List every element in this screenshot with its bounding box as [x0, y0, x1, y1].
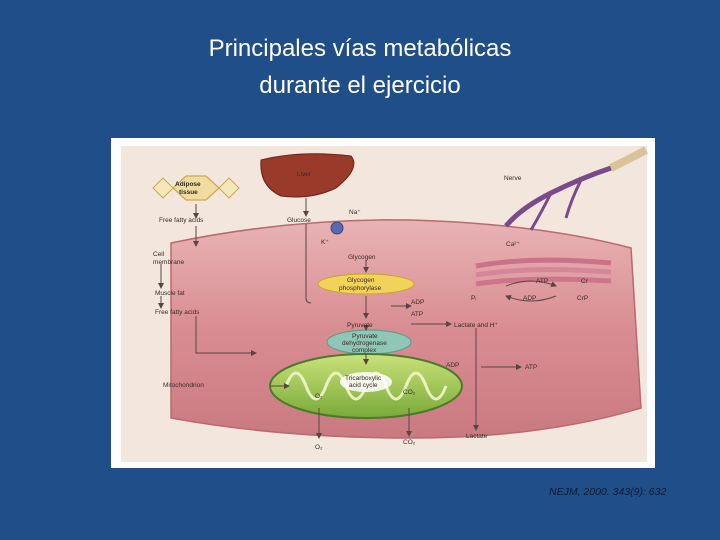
label-nerve: Nerve — [504, 175, 522, 182]
na-k-pump-icon — [330, 221, 344, 235]
label-o2-out: O₂ — [315, 444, 323, 451]
label-co2-in: CO₂ — [403, 389, 416, 396]
title-line-2: durante el ejercicio — [259, 72, 461, 99]
label-o2-in: O₂ — [315, 393, 323, 400]
metabolic-pathways-figure: Adipose tissue Liver Nerve Free fatty ac… — [111, 138, 655, 468]
label-lactate: Lactate — [466, 433, 488, 440]
myofibril — [475, 257, 612, 287]
label-lactate-h: Lactate and H⁺ — [454, 322, 498, 329]
label-glucose: Glucose — [287, 217, 311, 224]
label-pdh-3: complex — [352, 347, 377, 354]
label-pdh-1: Pyruvate — [352, 333, 378, 340]
label-adp-mid: ADP — [411, 299, 424, 306]
label-atp-mid: ATP — [411, 311, 423, 318]
adipose-tissue-icon — [152, 175, 240, 201]
label-glycogen: Glycogen — [348, 254, 376, 261]
pathway-diagram: Adipose tissue Liver Nerve Free fatty ac… — [121, 146, 648, 462]
label-adp-low: ADP — [446, 362, 459, 369]
label-adp-top: ADP — [523, 295, 536, 302]
nerve-icon — [504, 146, 648, 231]
citation: NEJM, 2000. 343(9): 632 — [549, 486, 667, 498]
label-pdh-2: dehydrogenase — [342, 340, 387, 347]
label-k: K⁺ — [321, 239, 329, 246]
label-adipose: Adipose — [175, 181, 201, 188]
label-atp-low: ATP — [525, 364, 537, 371]
label-membrane: membrane — [153, 259, 184, 266]
label-glycogen-phosphorylase-1: Glycogen — [347, 277, 375, 284]
mitochondrion-icon — [269, 353, 463, 419]
label-co2-out: CO₂ — [403, 439, 416, 446]
pathway-arrows — [158, 198, 557, 439]
label-free-fatty-acids-2: Free fatty acids — [155, 309, 200, 316]
label-mitochondrion: Mitochondrion — [163, 382, 204, 389]
label-cell: Cell — [153, 251, 165, 258]
label-muscle-fat: Muscle fat — [155, 290, 185, 297]
label-tca-2: acid cycle — [349, 382, 378, 389]
label-liver: Liver — [297, 171, 312, 178]
label-tissue: tissue — [179, 189, 198, 196]
label-pi: Pᵢ — [471, 295, 476, 302]
label-ca: Ca²⁺ — [506, 241, 520, 248]
label-glycogen-phosphorylase-2: phosphorylase — [339, 285, 382, 292]
glycogen-phosphorylase-enzyme — [317, 273, 415, 295]
label-atp-top: ATP — [536, 278, 548, 285]
label-free-fatty-acids-1: Free fatty acids — [159, 217, 204, 224]
label-cr: Cr — [581, 278, 589, 285]
liver-icon — [260, 153, 355, 198]
label-crp: CrP — [577, 295, 588, 302]
label-tca-1: Tricarboxylic — [345, 375, 382, 382]
label-na: Na⁺ — [349, 209, 361, 216]
slide-title: Principales vías metabólicas durante el … — [0, 30, 720, 104]
title-line-1: Principales vías metabólicas — [208, 35, 512, 62]
label-pyruvate: Pyruvate — [347, 322, 373, 329]
